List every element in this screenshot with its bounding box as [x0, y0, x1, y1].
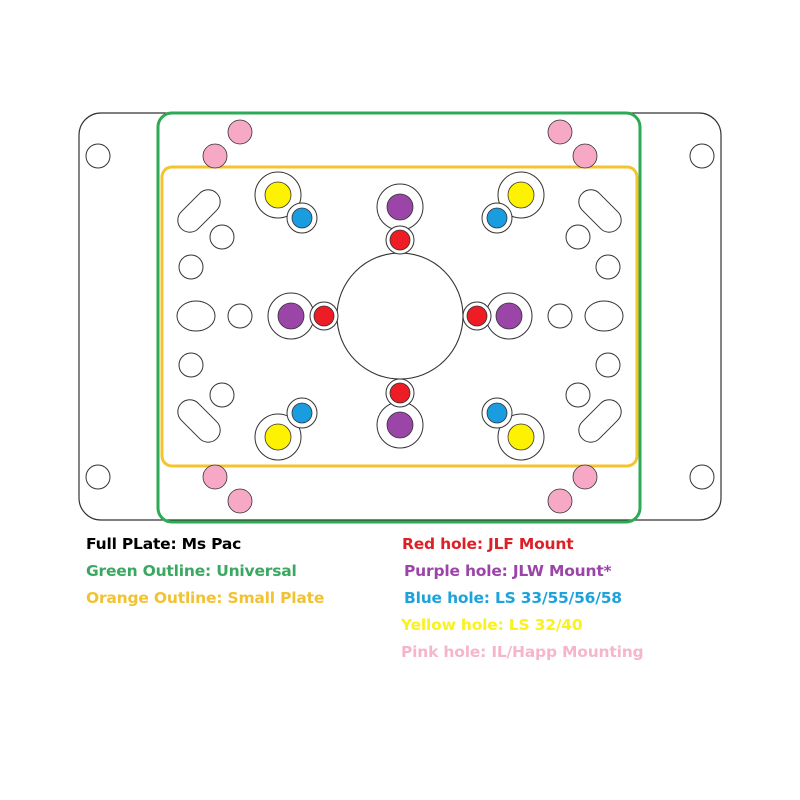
- purple-holes-jlw-mount: [267, 183, 533, 449]
- green-outline-border: [156, 111, 642, 524]
- plain-hole: [85, 143, 111, 169]
- pink-hole: [202, 464, 228, 490]
- yellow-hole: [264, 423, 292, 451]
- slot-hole: [578, 189, 622, 233]
- purple-hole: [386, 193, 414, 221]
- blue-hole: [486, 207, 508, 229]
- plain-hole: [565, 224, 591, 250]
- red-hole: [313, 305, 335, 327]
- plain-hole: [227, 303, 253, 329]
- legend-green-outline: Green Outline: Universal: [86, 562, 297, 580]
- red-hole: [389, 229, 411, 251]
- plain-hole: [209, 382, 235, 408]
- blue-hole: [291, 402, 313, 424]
- plain-hole: [595, 352, 621, 378]
- plain-hole: [547, 303, 573, 329]
- pink-hole: [547, 119, 573, 145]
- blue-hole: [486, 402, 508, 424]
- purple-hole: [386, 411, 414, 439]
- orange-outline-small-plate: [160, 165, 639, 468]
- orange-outline-border: [160, 165, 639, 468]
- plain-hole: [689, 143, 715, 169]
- pink-hole: [227, 488, 253, 514]
- yellow-holes-ls-32-40: [254, 171, 545, 461]
- red-holes-jlf-mount: [309, 225, 492, 408]
- red-hole: [466, 305, 488, 327]
- yellow-hole: [507, 181, 535, 209]
- pink-hole: [547, 488, 573, 514]
- legend-full-plate: Full PLate: Ms Pac: [86, 535, 242, 553]
- plain-hole: [565, 382, 591, 408]
- pink-hole: [572, 143, 598, 169]
- red-hole: [389, 382, 411, 404]
- slot-hole: [578, 399, 622, 443]
- legend-yellow-hole: Yellow hole: LS 32/40: [401, 616, 583, 634]
- plain-hole: [85, 464, 111, 490]
- plain-hole: [209, 224, 235, 250]
- pink-hole: [202, 143, 228, 169]
- pink-holes-il-happ-mounting: [202, 119, 598, 514]
- blue-holes-ls-33-55-56-58: [286, 202, 513, 429]
- plain-hole: [178, 352, 204, 378]
- green-outline-universal: [156, 111, 642, 524]
- center-shaft-hole: [336, 252, 464, 380]
- pink-hole: [572, 464, 598, 490]
- oval-hole: [584, 300, 624, 332]
- slot-hole: [177, 399, 221, 443]
- plain-mounting-holes: [85, 143, 715, 490]
- blue-hole: [291, 207, 313, 229]
- legend-purple-hole: Purple hole: JLW Mount*: [404, 562, 612, 580]
- legend-orange-outline: Orange Outline: Small Plate: [86, 589, 325, 607]
- purple-hole: [495, 302, 523, 330]
- plain-hole: [595, 254, 621, 280]
- oval-hole: [176, 300, 216, 332]
- pink-hole: [227, 119, 253, 145]
- purple-hole: [277, 302, 305, 330]
- yellow-hole: [264, 181, 292, 209]
- plain-hole: [178, 254, 204, 280]
- slot-hole: [177, 189, 221, 233]
- center-hole: [336, 252, 464, 380]
- yellow-hole: [507, 423, 535, 451]
- legend-blue-hole: Blue hole: LS 33/55/56/58: [404, 589, 622, 607]
- legend-pink-hole: Pink hole: IL/Happ Mounting: [401, 643, 644, 661]
- legend-red-hole: Red hole: JLF Mount: [402, 535, 574, 553]
- plain-hole: [689, 464, 715, 490]
